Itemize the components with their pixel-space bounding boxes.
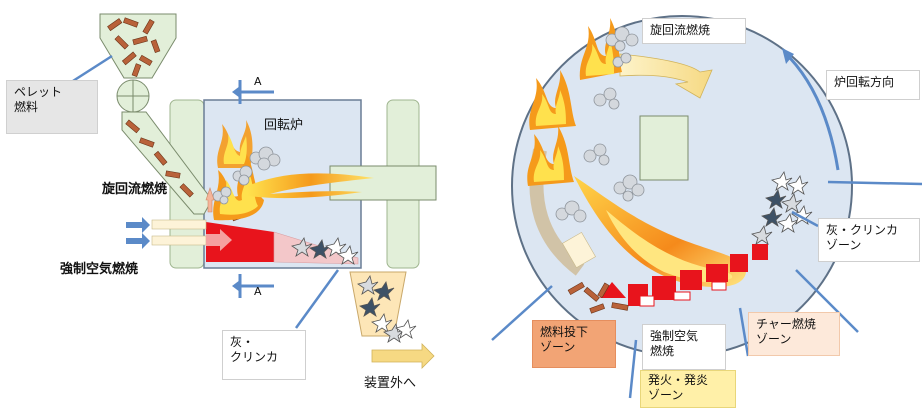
outlet-clinker [357,275,417,343]
hopper [99,13,177,79]
smoke-clouds [212,146,281,205]
air-inlet-pipe [562,231,596,269]
swirl-up-arrow [205,187,215,213]
clinker-pieces [291,237,359,265]
ash-clinker-zone-label: 灰・クリンカ ゾーン [818,218,920,262]
kiln-shaft [329,165,437,201]
pellet-fuel-label: ペレット 燃料 [6,80,98,134]
bottom-embers [600,244,768,307]
swirl-flow-combustion-right-label: 旋回流燃焼 [642,18,746,44]
forced-air-combustion-label: 強制空気燃焼 [60,262,139,277]
rotation-arrow [788,56,840,171]
rotary-kiln-label: 回転炉 [264,118,304,133]
fuel-drop-zone-label: 燃料投下 ゾーン [532,320,616,368]
right-flames [527,18,622,186]
forced-air-combustion-right-label: 強制空気 燃焼 [642,324,726,370]
right-clinker [751,171,813,245]
swirl-flame [248,173,374,199]
to-outside-label: 装置外へ [364,376,417,391]
ignition-zone-label: 発火・発炎 ゾーン [640,370,736,408]
ash-clinker-label: 灰・ クリンカ [222,330,306,380]
feed-chute [121,111,213,215]
swirl-arrow [619,53,713,99]
bottom-pellets [567,281,629,314]
swirl-flow-combustion-label: 旋回流燃焼 [102,182,168,197]
right-smoke [555,26,645,223]
char-combustion-zone-label: チャー燃焼 ゾーン [748,312,840,356]
center-shaft [639,115,689,181]
section-a-bottom-label: A [254,285,262,298]
out-arrow [371,343,435,369]
fireball [574,176,746,288]
air-inlet-arrows [126,217,232,251]
section-a-top-label: A [254,75,262,88]
rotation-direction-label: 炉回転方向 [826,70,920,100]
